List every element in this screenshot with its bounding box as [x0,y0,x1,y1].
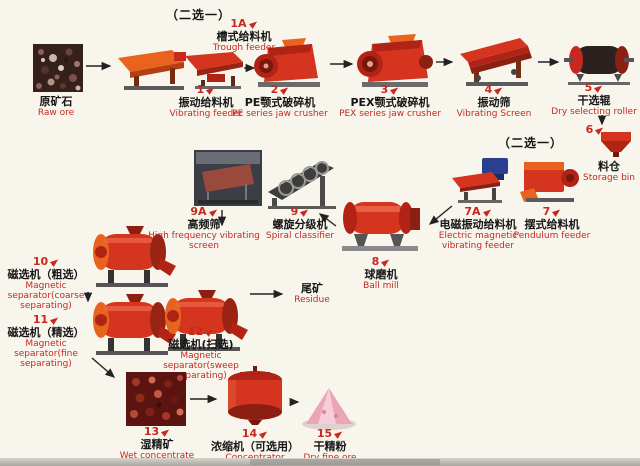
wet-concentrate-label-en: Wet concentrate [119,451,195,461]
magnetic-separator-fine-icon [93,294,176,355]
storage-bin-label-zh: 料仓 [598,160,620,173]
mag-coarse-number: 10 [0,256,92,268]
pendulum-feeder-number: 7 [512,206,592,218]
vibrating-screen-label-en: Vibrating Screen [456,109,532,119]
residue-label-zh: 尾矿 [301,282,323,295]
red-arrow-icon [390,85,401,95]
em-feeder-icon [452,158,508,203]
dry-fine-ore-icon [302,388,356,430]
pe-jaw-crusher-label-zh: PE颚式破碎机 [244,96,316,109]
red-arrow-icon [552,207,563,217]
spiral-classifier-label-en: Spiral classifier [265,231,335,241]
red-arrow-icon [280,85,291,95]
pe-jaw-crusher-icon [254,38,320,87]
raw-ore-icon [33,44,83,92]
dry-fine-ore-label-zh: 干精粉 [313,440,347,453]
em-feeder-label-zh: 电磁振动给料机 [439,218,517,231]
residue-label-en: Residue [294,295,330,305]
dry-roller-label-zh: 干选辊 [577,94,611,107]
dry-roller-icon [564,46,634,85]
vibrating-feeder-label-zh: 振动给料机 [178,96,234,109]
flow-arrow [91,357,116,378]
dry-roller-label-en: Dry selecting roller [551,107,637,117]
vibrating-screen-label-zh: 振动筛 [477,96,511,109]
hf-screen-number: 9A [148,206,260,218]
concentrator-icon [228,366,282,425]
vibrating-screen-icon [460,38,532,86]
pex-jaw-crusher-icon [357,34,433,87]
vibrating-feeder-number: 1 [163,84,249,96]
hf-screen-label-zh: 高频筛 [187,218,221,231]
storage-bin-number: 6 [578,124,612,136]
storage-bin-icon [601,132,631,157]
vibrating-feeder-label-en: Vibrating feeder [169,109,243,119]
red-arrow-icon [205,327,216,337]
hf-screen-icon [194,150,262,206]
mag-fine-label-en: Magnetic separator(fine separating) [14,339,78,369]
red-arrow-icon [334,429,345,439]
trough-feeder-label-en: Trough feeder [212,43,276,53]
ball-mill-label-zh: 球磨机 [364,268,398,281]
red-arrow-icon [161,427,172,437]
red-arrow-icon [248,19,259,29]
red-arrow-icon [482,207,493,217]
trough-feeder-icon [118,50,186,90]
red-arrow-icon [494,85,505,95]
ball-mill-icon [342,202,420,251]
red-arrow-icon [206,85,217,95]
raw-ore-label-zh: 原矿石 [39,95,73,108]
ball-mill-label-en: Ball mill [363,281,399,291]
pex-jaw-crusher-label-zh: PEX颚式破碎机 [350,96,430,109]
concentrator-number: 14 [204,428,306,440]
spiral-classifier-number: 9 [248,206,352,218]
magnetic-separator-sweep-icon [165,290,248,351]
em-feeder-number: 7A [432,206,524,218]
vibrating-screen-number: 4 [446,84,542,96]
red-arrow-icon [259,429,270,439]
red-arrow-icon [50,315,61,325]
spiral-classifier-icon [268,161,336,209]
vibrating-feeder-icon [185,52,243,89]
mag-coarse-label-zh: 磁选机（粗选） [7,268,85,281]
spiral-classifier-label-zh: 螺旋分级机 [272,218,328,231]
wet-concentrate-number: 13 [118,426,196,438]
hf-screen-label-en: High frequency vibrating screen [148,231,260,251]
pendulum-feeder-icon [520,162,579,202]
pex-jaw-crusher-number: 3 [338,84,442,96]
dry-roller-number: 5 [550,82,638,94]
wet-concentrate-icon [126,372,186,426]
mag-sweep-label-en: Magnetic separator(sweep separating) [163,351,239,381]
mag-sweep-label-zh: 磁选机(扫选) [168,338,234,351]
pex-jaw-crusher-label-en: PEX series jaw crusher [339,109,441,119]
mag-sweep-number: 12 [142,326,260,338]
red-arrow-icon [381,257,392,267]
dry-fine-ore-number: 15 [294,428,366,440]
pe-jaw-crusher-number: 2 [232,84,328,96]
red-arrow-icon [594,83,605,93]
trough-feeder-label-zh: 槽式给料机 [216,30,272,43]
red-arrow-icon [300,207,311,217]
red-arrow-icon [208,207,219,217]
red-arrow-icon [50,257,61,267]
trough-feeder-number: 1A [204,18,284,30]
pe-jaw-crusher-label-en: PE series jaw crusher [232,109,328,119]
pendulum-feeder-label-en: Pendulum feeder [513,231,591,241]
storage-bin-label-en: Storage bin [583,173,635,183]
mag-fine-number: 11 [0,314,92,326]
raw-ore-label-en: Raw ore [37,108,75,118]
mag-coarse-label-en: Magnetic separator(coarse separating) [7,281,85,311]
choose-one-mid-label: （二选一） [498,136,564,150]
mag-fine-label-zh: 磁选机（精选） [7,326,85,339]
pendulum-feeder-label-zh: 摆式给料机 [524,218,580,231]
choose-one-top-label: （二选一） [166,8,232,22]
scan-artifact-blotch [250,459,440,465]
ball-mill-number: 8 [348,256,414,268]
em-feeder-label-en: Electric magnetic vibrating feeder [438,231,518,251]
wet-concentrate-label-zh: 湿精矿 [140,438,174,451]
magnetic-separator-coarse-icon [93,226,176,287]
concentrator-label-zh: 浓缩机（可选用） [211,440,299,453]
